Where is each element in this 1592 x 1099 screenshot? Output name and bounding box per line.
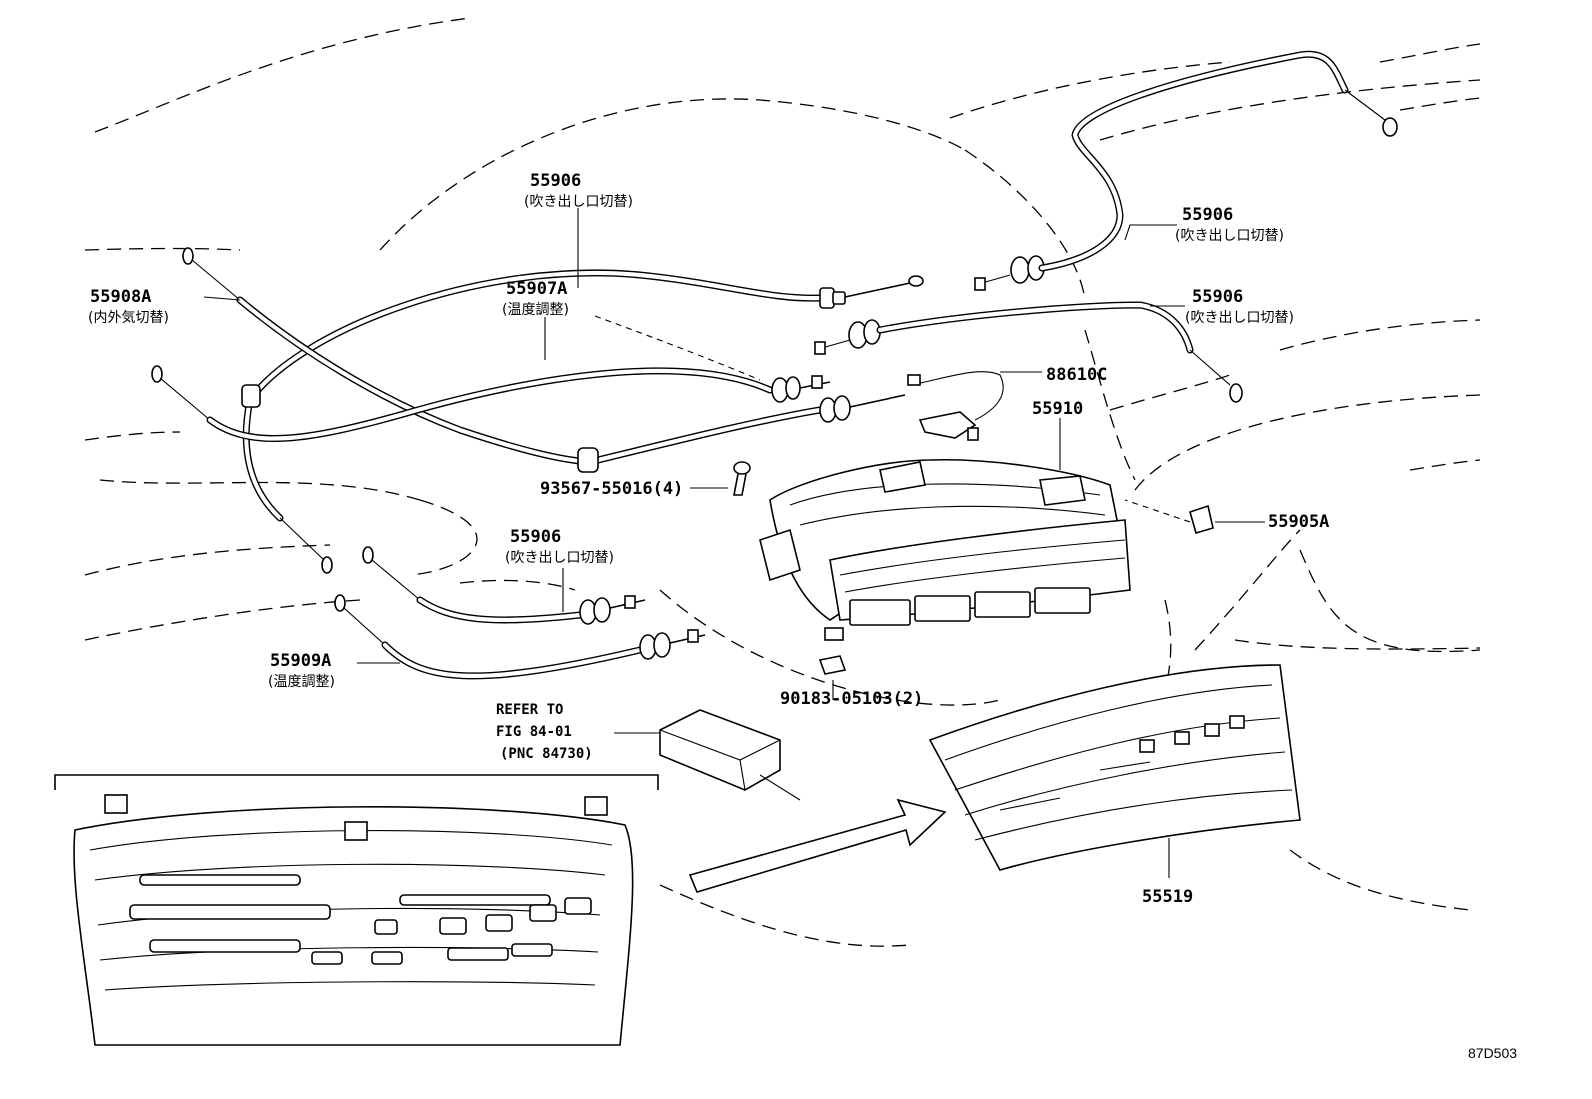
cable-55908a-air [182, 247, 594, 574]
cable-lower-mid [577, 394, 906, 473]
svg-text:55906: 55906 [510, 527, 561, 547]
svg-text:55906: 55906 [1182, 205, 1233, 225]
label-cable-temp-upper: 55907A (温度調整) [502, 279, 569, 318]
svg-text:REFER TO: REFER TO [496, 702, 563, 718]
svg-text:88610C: 88610C [1046, 365, 1107, 385]
panel-55519 [928, 664, 1301, 871]
label-cable-top: 55906 (吹き出し口切替) [524, 171, 633, 210]
label-wire: 88610C [1046, 365, 1107, 385]
svg-text:(内外気切替): (内外気切替) [88, 310, 169, 326]
module-refer [659, 709, 801, 801]
label-cable-right-upper: 55906 (吹き出し口切替) [1175, 205, 1284, 244]
label-panel: 55519 [1142, 887, 1193, 907]
clip-90183 [818, 655, 847, 675]
knob-55905a [1189, 504, 1214, 534]
svg-text:55519: 55519 [1142, 887, 1193, 907]
svg-text:55906: 55906 [530, 171, 581, 191]
cable-55909a-temp [334, 594, 706, 680]
svg-text:(吹き出し口切替): (吹き出し口切替) [1175, 228, 1284, 244]
svg-text:(吹き出し口切替): (吹き出し口切替) [505, 550, 614, 566]
svg-text:FIG 84-01: FIG 84-01 [496, 724, 572, 740]
figure-code: 87D503 [1468, 1045, 1517, 1061]
svg-text:55906: 55906 [1192, 287, 1243, 307]
cable-55906-top [246, 269, 924, 404]
screw-93567 [733, 461, 751, 496]
label-control-unit: 55910 [1032, 399, 1083, 419]
cable-55906-right-lower [814, 301, 1243, 403]
label-cable-temp-lower: 55909A (温度調整) [268, 651, 335, 690]
svg-text:(吹き出し口切替): (吹き出し口切替) [524, 194, 633, 210]
label-clip: 90183-05103(2) [780, 689, 923, 709]
svg-text:(温度調整): (温度調整) [502, 302, 569, 318]
control-unit-55910 [759, 458, 1131, 641]
svg-text:55908A: 55908A [90, 287, 151, 307]
label-refer: REFER TO FIG 84-01 (PNC 84730) [496, 702, 593, 762]
svg-text:90183-05103(2): 90183-05103(2) [780, 689, 923, 709]
cable-55906-mid-left [362, 546, 646, 625]
svg-text:(吹き出し口切替): (吹き出し口切替) [1185, 310, 1294, 326]
label-cable-mid-left: 55906 (吹き出し口切替) [505, 527, 614, 566]
label-cable-air: 55908A (内外気切替) [88, 287, 169, 326]
label-knob: 55905A [1268, 512, 1329, 532]
dashboard-outline [84, 17, 1481, 947]
svg-text:93567-55016(4): 93567-55016(4) [540, 479, 683, 499]
direction-arrow [688, 798, 947, 893]
svg-text:55905A: 55905A [1268, 512, 1329, 532]
cable-55907a-temp [151, 365, 831, 442]
svg-text:55910: 55910 [1032, 399, 1083, 419]
cable-55906-right-upper [974, 50, 1398, 291]
leader-lines [203, 208, 1265, 878]
enlarged-panel-view [54, 774, 659, 1046]
svg-text:(温度調整): (温度調整) [268, 674, 335, 690]
svg-text:(PNC 84730): (PNC 84730) [500, 746, 593, 762]
label-screw: 93567-55016(4) [540, 479, 683, 499]
wire-harness-88610c [907, 371, 1004, 441]
label-cable-right-lower: 55906 (吹き出し口切替) [1185, 287, 1294, 326]
svg-text:55907A: 55907A [506, 279, 567, 299]
svg-text:55909A: 55909A [270, 651, 331, 671]
